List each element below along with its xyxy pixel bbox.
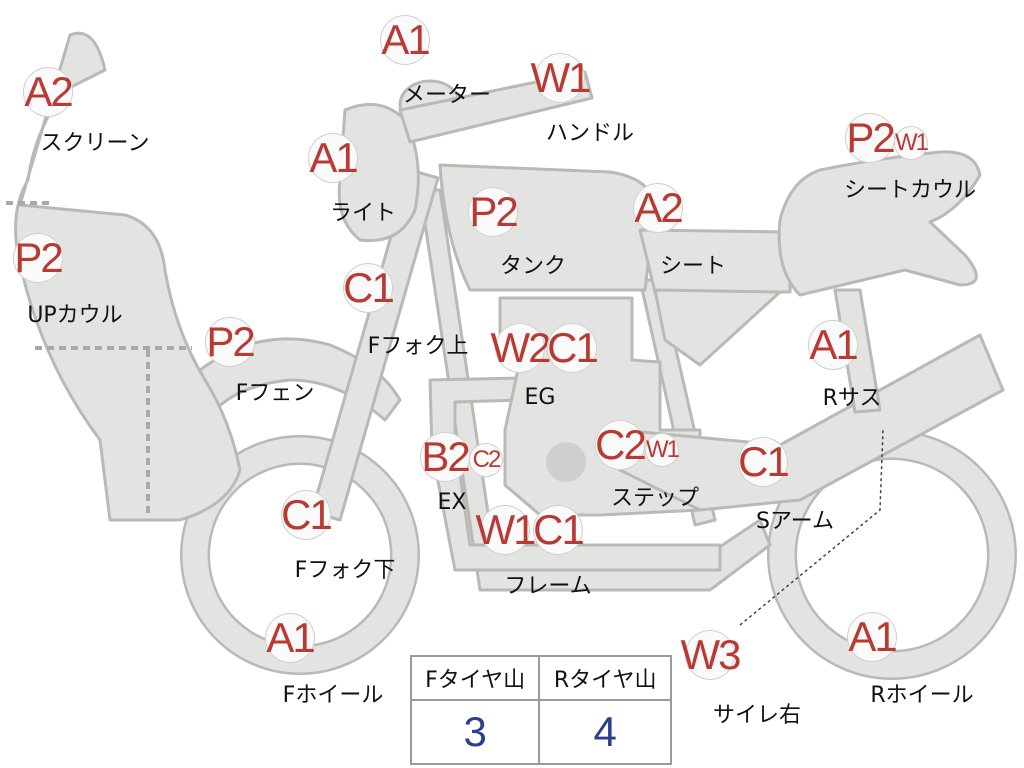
front-tire-header: Fタイヤ山 (409, 655, 541, 701)
label-f-wheel: Fホイール (282, 683, 384, 708)
badge-seat-a2: A2 (633, 183, 684, 233)
badge-up-cowl-p2: P2 (13, 233, 64, 283)
label-up-cowl: UPカウル (27, 303, 123, 328)
rear-tire-value: 4 (538, 699, 672, 765)
frame-shape (418, 188, 772, 592)
headlight-shape (337, 102, 420, 243)
badge-f-fender-p2: P2 (205, 317, 256, 367)
silencer-callout-line (739, 429, 884, 626)
badge-light-a1: A1 (308, 133, 359, 183)
badge-f-fork-upper-c1: C1 (343, 263, 395, 313)
label-eg: EG (524, 385, 556, 410)
tire-table-header-row: Fタイヤ山 Rタイヤ山 (409, 655, 672, 701)
seat-shape (638, 228, 792, 294)
swing-arm-shape (618, 333, 1005, 512)
badge-ex-c2: C2 (469, 443, 503, 477)
badge-ex-b2: B2 (420, 432, 471, 482)
label-ex: EX (437, 490, 467, 515)
badge-f-wheel-a1: A1 (265, 613, 316, 663)
tire-table-value-row: 3 4 (409, 699, 672, 765)
badge-seat-cowl-w1: W1 (894, 126, 929, 160)
label-frame: フレーム (504, 574, 592, 599)
label-tank: タンク (499, 254, 567, 279)
seat-underside-shape (653, 288, 782, 367)
badge-meter-a1: A1 (380, 15, 431, 65)
label-seat-cowl: シートカウル (843, 178, 977, 203)
label-meter: メーター (402, 83, 492, 108)
front-fork-shape (310, 168, 440, 522)
label-screen: スクリーン (40, 131, 150, 156)
badge-s-arm-c1: C1 (738, 437, 790, 487)
badge-f-fork-lower-c1: C1 (281, 490, 333, 540)
label-step: ステップ (610, 486, 700, 511)
front-tire-value: 3 (409, 699, 541, 765)
engine-cover-shape (546, 442, 586, 482)
label-f-fender: Fフェン (235, 381, 315, 406)
badge-screen-a2: A2 (23, 67, 74, 117)
fairing-shape (14, 31, 242, 522)
label-r-wheel: Rホイール (870, 683, 974, 708)
badge-r-sus-a1: A1 (808, 320, 859, 370)
badge-r-wheel-a1: A1 (847, 612, 898, 662)
badge-handle-w1: W1 (530, 53, 592, 103)
badge-step-w1: W1 (645, 433, 680, 467)
badge-frame-c1: C1 (533, 505, 585, 555)
rear-tire-header: Rタイヤ山 (538, 655, 672, 701)
label-f-fork-lower: Fフォク下 (294, 558, 396, 583)
label-light: ライト (329, 201, 397, 226)
label-r-sus: Rサス (822, 386, 882, 411)
label-s-arm: Sアーム (756, 509, 834, 534)
label-seat: シート (659, 254, 727, 279)
badge-tank-p2: P2 (468, 187, 519, 237)
label-handle: ハンドル (545, 121, 635, 146)
badge-silencer-w3: W3 (680, 630, 742, 680)
label-silencer: サイレ右 (712, 703, 802, 728)
badge-seat-cowl-p2: P2 (845, 113, 896, 163)
badge-eg-w2: W2 (490, 323, 552, 373)
tire-tread-table: Fタイヤ山 Rタイヤ山 3 4 (409, 655, 672, 765)
seat-cowl-shape (777, 150, 982, 297)
badge-frame-w1: W1 (475, 505, 537, 555)
label-f-fork-upper: Fフォク上 (367, 334, 469, 359)
badge-eg-c1: C1 (547, 323, 599, 373)
badge-step-c2: C2 (595, 420, 647, 470)
